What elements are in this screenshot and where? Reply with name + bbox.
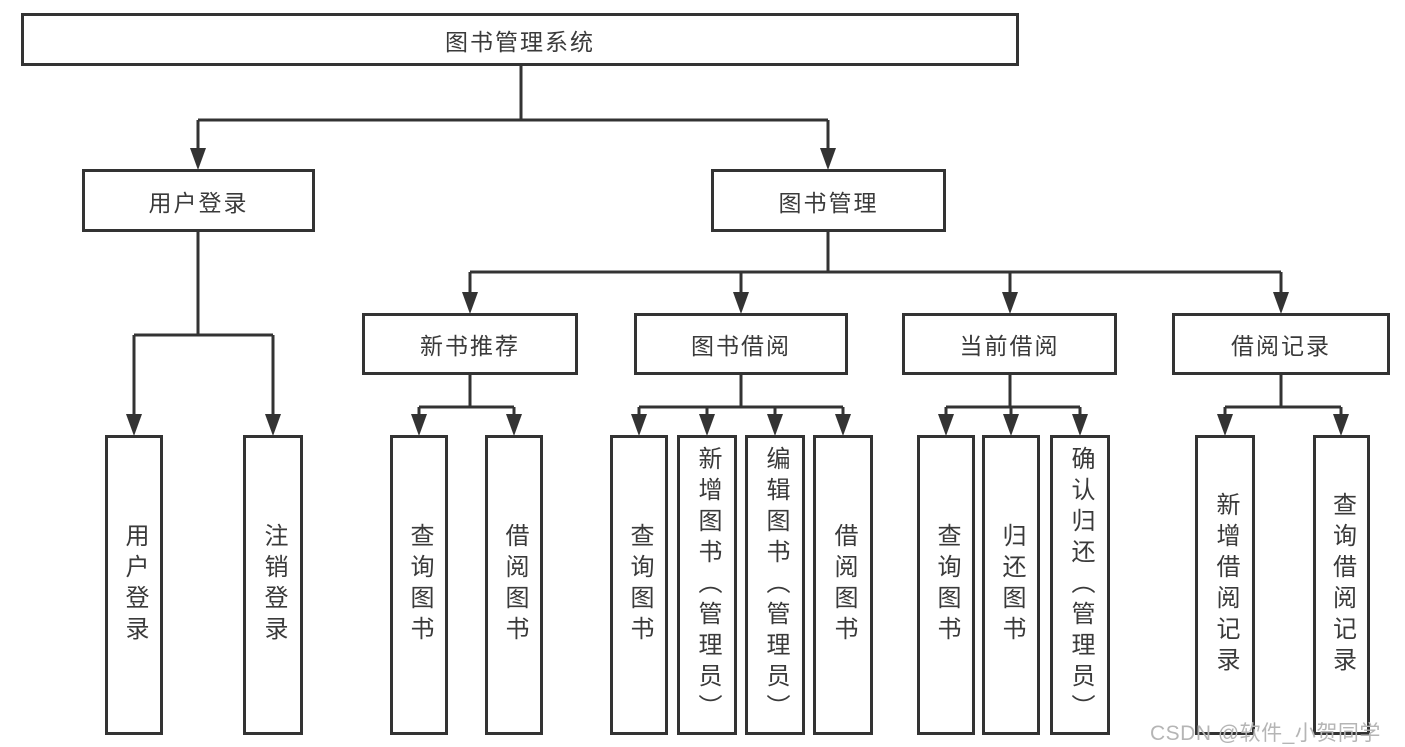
node-new-book-recommend-label: 新书推荐 [420,333,520,359]
node-leaf-return-books-label: 归还图书 [998,523,1025,647]
arrow-icon [126,414,142,436]
arrow-icon [699,414,715,436]
node-leaf-logout-label: 注销登录 [260,523,287,647]
node-current-borrowing-label: 当前借阅 [959,333,1060,359]
node-user-login: 用户登录 [82,169,315,232]
node-book-management: 图书管理 [711,169,946,232]
node-user-login-label: 用户登录 [148,189,249,216]
connector-root-to-level2 [196,66,830,152]
arrowheads [126,148,1349,436]
node-leaf-query-books-3-label: 查询图书 [933,523,960,647]
arrow-icon [265,414,281,436]
connector-borrowing-to-leaves [637,375,845,417]
connector-userlogin-to-leaves [132,232,275,417]
connector-newbook-to-leaves [417,375,516,417]
arrow-icon [733,292,749,314]
node-leaf-user-login: 用户登录 [105,435,163,735]
node-leaf-logout: 注销登录 [243,435,303,735]
node-leaf-return-books: 归还图书 [982,435,1040,735]
arrow-icon [938,414,954,436]
arrow-icon [1002,292,1018,314]
node-new-book-recommend: 新书推荐 [362,313,578,375]
node-book-borrowing-label: 图书借阅 [691,333,791,359]
node-leaf-query-books-2-label: 查询图书 [626,523,653,647]
connector-current-to-leaves [944,375,1082,417]
node-leaf-user-login-label: 用户登录 [121,523,148,647]
node-book-borrowing: 图书借阅 [634,313,848,375]
node-leaf-query-borrow-record-label: 查询借阅记录 [1328,492,1356,678]
node-current-borrowing: 当前借阅 [902,313,1117,375]
node-leaf-query-books-1-label: 查询图书 [406,523,433,647]
node-leaf-borrow-books-1: 借阅图书 [485,435,543,735]
node-leaf-edit-books-admin-label: 编辑图书（管理员） [762,445,789,725]
arrow-icon [190,148,206,170]
arrow-icon [1003,414,1019,436]
node-root-label: 图书管理系统 [445,28,595,55]
node-leaf-confirm-return-admin-label: 确认归还（管理员） [1067,445,1094,725]
node-leaf-query-borrow-record: 查询借阅记录 [1313,435,1370,735]
arrow-icon [462,292,478,314]
arrow-icon [767,414,783,436]
arrow-icon [506,414,522,436]
node-leaf-confirm-return-admin: 确认归还（管理员） [1050,435,1110,735]
node-leaf-add-books-admin-label: 新增图书（管理员） [694,445,721,725]
node-leaf-add-borrow-record-label: 新增借阅记录 [1212,492,1239,678]
connector-records-to-leaves [1223,375,1343,417]
node-leaf-add-borrow-record: 新增借阅记录 [1195,435,1255,735]
node-borrowing-records: 借阅记录 [1172,313,1390,375]
watermark: CSDN @软件_小贺同学 [1150,722,1381,745]
node-leaf-borrow-books-1-label: 借阅图书 [501,523,528,647]
node-leaf-query-books-2: 查询图书 [610,435,668,735]
node-root: 图书管理系统 [21,13,1019,66]
arrow-icon [1273,292,1289,314]
arrow-icon [820,148,836,170]
node-borrowing-records-label: 借阅记录 [1231,333,1331,359]
arrow-icon [411,414,427,436]
arrow-icon [835,414,851,436]
connector-bookmgmt-to-level3 [468,232,1283,295]
node-leaf-edit-books-admin: 编辑图书（管理员） [745,435,805,735]
arrow-icon [1217,414,1233,436]
node-leaf-add-books-admin: 新增图书（管理员） [677,435,737,735]
node-leaf-query-books-3: 查询图书 [917,435,975,735]
node-book-management-label: 图书管理 [778,189,879,216]
node-leaf-query-books-1: 查询图书 [390,435,448,735]
arrow-icon [631,414,647,436]
node-leaf-borrow-books-2: 借阅图书 [813,435,873,735]
node-leaf-borrow-books-2-label: 借阅图书 [830,523,857,647]
arrow-icon [1333,414,1349,436]
arrow-icon [1072,414,1088,436]
